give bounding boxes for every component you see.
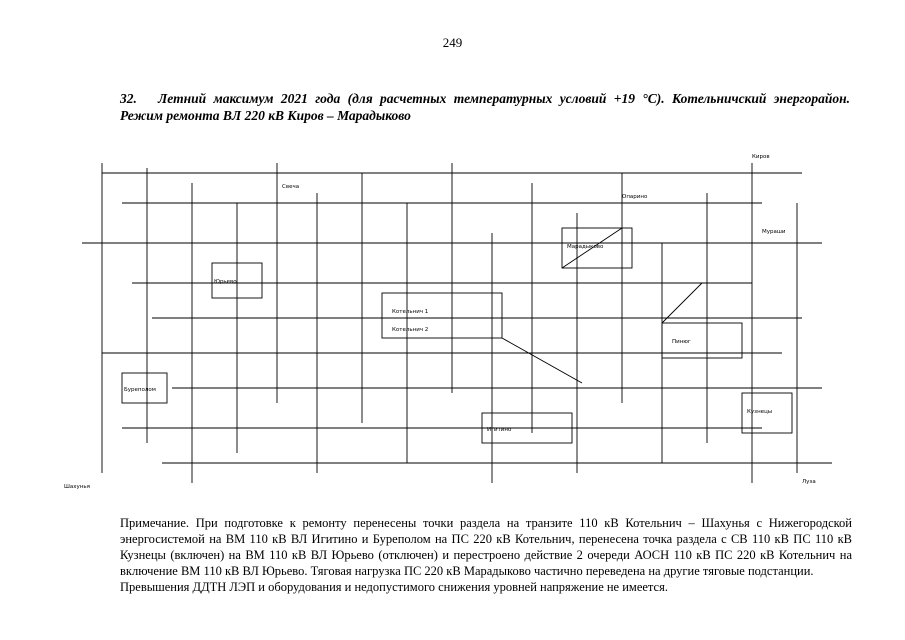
scheme-label: Опарино xyxy=(622,194,648,200)
scheme-label: Юрьево xyxy=(214,279,237,285)
section-number: 32. xyxy=(120,91,137,106)
scheme-label: Буреполом xyxy=(124,387,156,393)
scheme-label: Шахунья xyxy=(64,484,90,490)
scheme-label: Игитино xyxy=(487,427,512,433)
note-conclusion: Превышения ДДТН ЛЭП и оборудования и нед… xyxy=(120,580,668,594)
section-heading: 32.Летний максимум 2021 года (для расчет… xyxy=(120,90,850,124)
section-title: Летний максимум 2021 года (для расчетных… xyxy=(120,91,850,123)
scheme-label: Котельнич 2 xyxy=(392,327,428,333)
note-paragraph: Примечание. При подготовке к ремонту пер… xyxy=(120,516,852,578)
scheme-label: Киров xyxy=(752,154,770,160)
grid-scheme-diagram: Котельнич 1 Котельнич 2 Марадыково Киров… xyxy=(64,154,832,490)
scheme-label: Луза xyxy=(802,479,816,485)
scheme-label: Свеча xyxy=(282,184,299,190)
page-number: 249 xyxy=(442,35,463,50)
scheme-label: Котельнич 1 xyxy=(392,309,428,315)
scheme-label: Мураши xyxy=(762,229,786,235)
scheme-label: Пинюг xyxy=(672,339,691,345)
scheme-label: Кузнецы xyxy=(747,409,772,415)
scheme-label: Марадыково xyxy=(567,244,604,250)
